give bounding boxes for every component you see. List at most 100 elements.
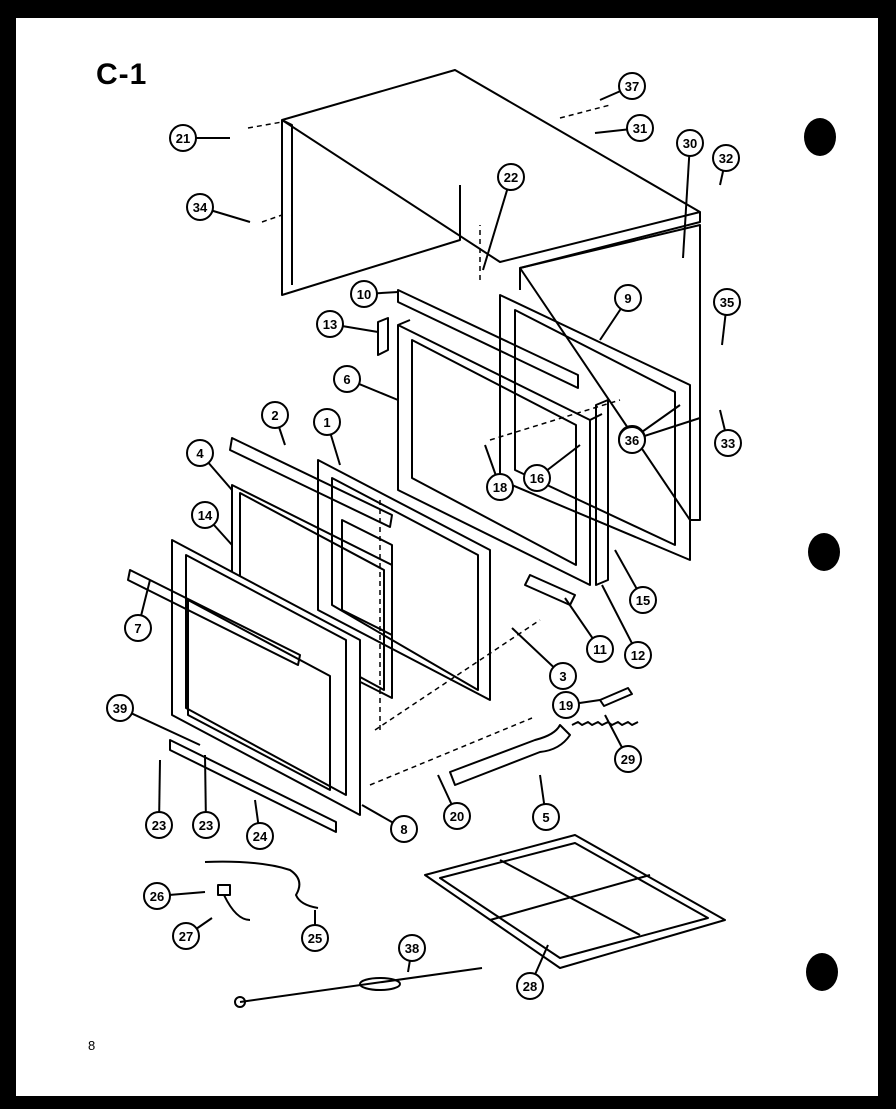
- callout-label: 19: [559, 698, 573, 713]
- callout-circle: [350, 280, 378, 308]
- callout-7: 7: [124, 579, 152, 642]
- callout-circle: [676, 129, 704, 157]
- top-strip-10: [397, 289, 579, 389]
- rotisserie-spit-38: [234, 967, 483, 1008]
- callout-39: 39: [106, 694, 201, 746]
- strip-2: [229, 437, 393, 528]
- callout-13: 13: [316, 310, 379, 338]
- callout-label: 23: [199, 818, 213, 833]
- callout-circle: [313, 408, 341, 436]
- callout-label: 4: [196, 446, 204, 461]
- lever-5: [449, 724, 571, 786]
- callout-20: 20: [437, 774, 471, 830]
- callout-circle: [714, 429, 742, 457]
- callout-label: 6: [343, 372, 350, 387]
- callout-9: 9: [599, 284, 642, 341]
- callout-label: 26: [150, 889, 164, 904]
- outer-door-8: [171, 539, 361, 816]
- callout-circle: [124, 614, 152, 642]
- callout-circle: [552, 691, 580, 719]
- callout-15: 15: [614, 549, 657, 614]
- callout-label: 28: [523, 979, 537, 994]
- callout-2: 2: [261, 401, 289, 446]
- callout-label: 22: [504, 170, 518, 185]
- callout-leader: [682, 142, 691, 259]
- callout-22: 22: [482, 163, 525, 271]
- callout-35: 35: [713, 288, 741, 346]
- callout-26: 26: [143, 882, 206, 910]
- spring-29: [571, 721, 639, 726]
- callout-37: 37: [599, 72, 646, 101]
- binder-hole-top: [804, 118, 836, 156]
- callout-label: 39: [113, 701, 127, 716]
- callout-circle: [192, 811, 220, 839]
- callout-18: 18: [484, 444, 514, 501]
- callout-label: 3: [559, 669, 566, 684]
- callout-label: 37: [625, 79, 639, 94]
- callout-30: 30: [676, 129, 704, 259]
- pin-19: [599, 687, 633, 707]
- callout-label: 30: [683, 136, 697, 151]
- callout-label: 23: [152, 818, 166, 833]
- callout-circle: [549, 662, 577, 690]
- callout-label: 33: [721, 436, 735, 451]
- callout-circle: [614, 284, 642, 312]
- callout-label: 27: [179, 929, 193, 944]
- callout-label: 32: [719, 151, 733, 166]
- callout-circle: [145, 811, 173, 839]
- callout-leader: [482, 176, 512, 271]
- figure-title: C-1: [96, 58, 148, 91]
- callout-circle: [186, 439, 214, 467]
- callout-21: 21: [169, 124, 230, 152]
- callout-14: 14: [191, 501, 233, 546]
- callout-label: 1: [323, 415, 330, 430]
- callout-circle: [614, 745, 642, 773]
- callout-label: 18: [493, 480, 507, 495]
- outer-cabinet-wrapper: [281, 69, 701, 296]
- callout-10: 10: [350, 280, 399, 308]
- callout-6: 6: [333, 365, 399, 401]
- callout-5: 5: [532, 774, 560, 831]
- bracket-13: [377, 317, 389, 356]
- callout-circle: [629, 586, 657, 614]
- callout-label: 16: [530, 471, 544, 486]
- callout-circle: [301, 924, 329, 952]
- callout-28: 28: [516, 944, 549, 1000]
- binder-hole-middle: [808, 533, 840, 571]
- callout-circle: [191, 501, 219, 529]
- callout-23: 23: [192, 754, 220, 839]
- callout-circle: [333, 365, 361, 393]
- callout-label: 15: [636, 593, 650, 608]
- binder-hole-bottom: [806, 953, 838, 991]
- callout-label: 31: [633, 121, 647, 136]
- callout-circle: [261, 401, 289, 429]
- callout-label: 35: [720, 295, 734, 310]
- callout-label: 25: [308, 931, 322, 946]
- callout-circle: [143, 882, 171, 910]
- callout-label: 24: [253, 829, 268, 844]
- callout-circle: [523, 464, 551, 492]
- callout-16: 16: [523, 444, 581, 492]
- callout-33: 33: [714, 409, 742, 457]
- callout-circle: [618, 426, 646, 454]
- callout-label: 2: [271, 408, 278, 423]
- callout-circle: [106, 694, 134, 722]
- callout-circle: [712, 144, 740, 172]
- callout-circle: [486, 473, 514, 501]
- callout-23: 23: [145, 759, 173, 839]
- callout-label: 8: [400, 822, 407, 837]
- wire-harness: [204, 860, 319, 921]
- side-rail-12: [595, 399, 609, 586]
- callout-circle: [497, 163, 525, 191]
- alignment-lines: [247, 104, 621, 786]
- callout-27: 27: [172, 917, 213, 950]
- callout-circle: [172, 922, 200, 950]
- callout-circle: [398, 934, 426, 962]
- callout-25: 25: [301, 910, 329, 952]
- callout-34: 34: [186, 193, 251, 223]
- callout-leader: [119, 707, 201, 746]
- callout-label: 5: [542, 810, 549, 825]
- callout-circle: [586, 635, 614, 663]
- callout-8: 8: [361, 804, 418, 843]
